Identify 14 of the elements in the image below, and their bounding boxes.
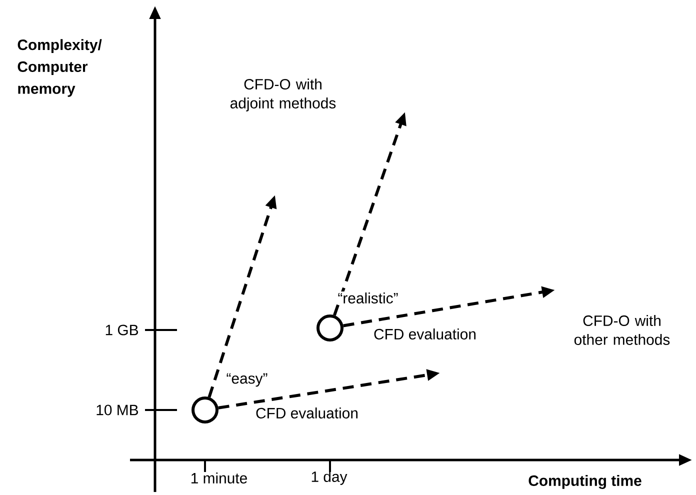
tick-label: 10 MB [96, 404, 138, 416]
tick-label: 1 day [312, 471, 348, 485]
node-caption: “realistic” [336, 292, 400, 304]
node-caption: CFD evaluation [254, 406, 360, 420]
node-caption: “easy” [225, 372, 269, 388]
axis-title: Complexity/ Computer memory [18, 39, 102, 97]
node-caption: CFD evaluation [372, 328, 478, 340]
annotation-text: CFD-O with adjoint methods [230, 78, 336, 112]
tick-label: 1 minute [192, 472, 247, 484]
annotation-text: CFD-O with other methods [574, 315, 670, 345]
axis-title: Computing time [528, 475, 642, 489]
circle-marker [316, 314, 344, 342]
circle-marker [192, 396, 218, 424]
tick-label: 1 GB [106, 324, 138, 336]
